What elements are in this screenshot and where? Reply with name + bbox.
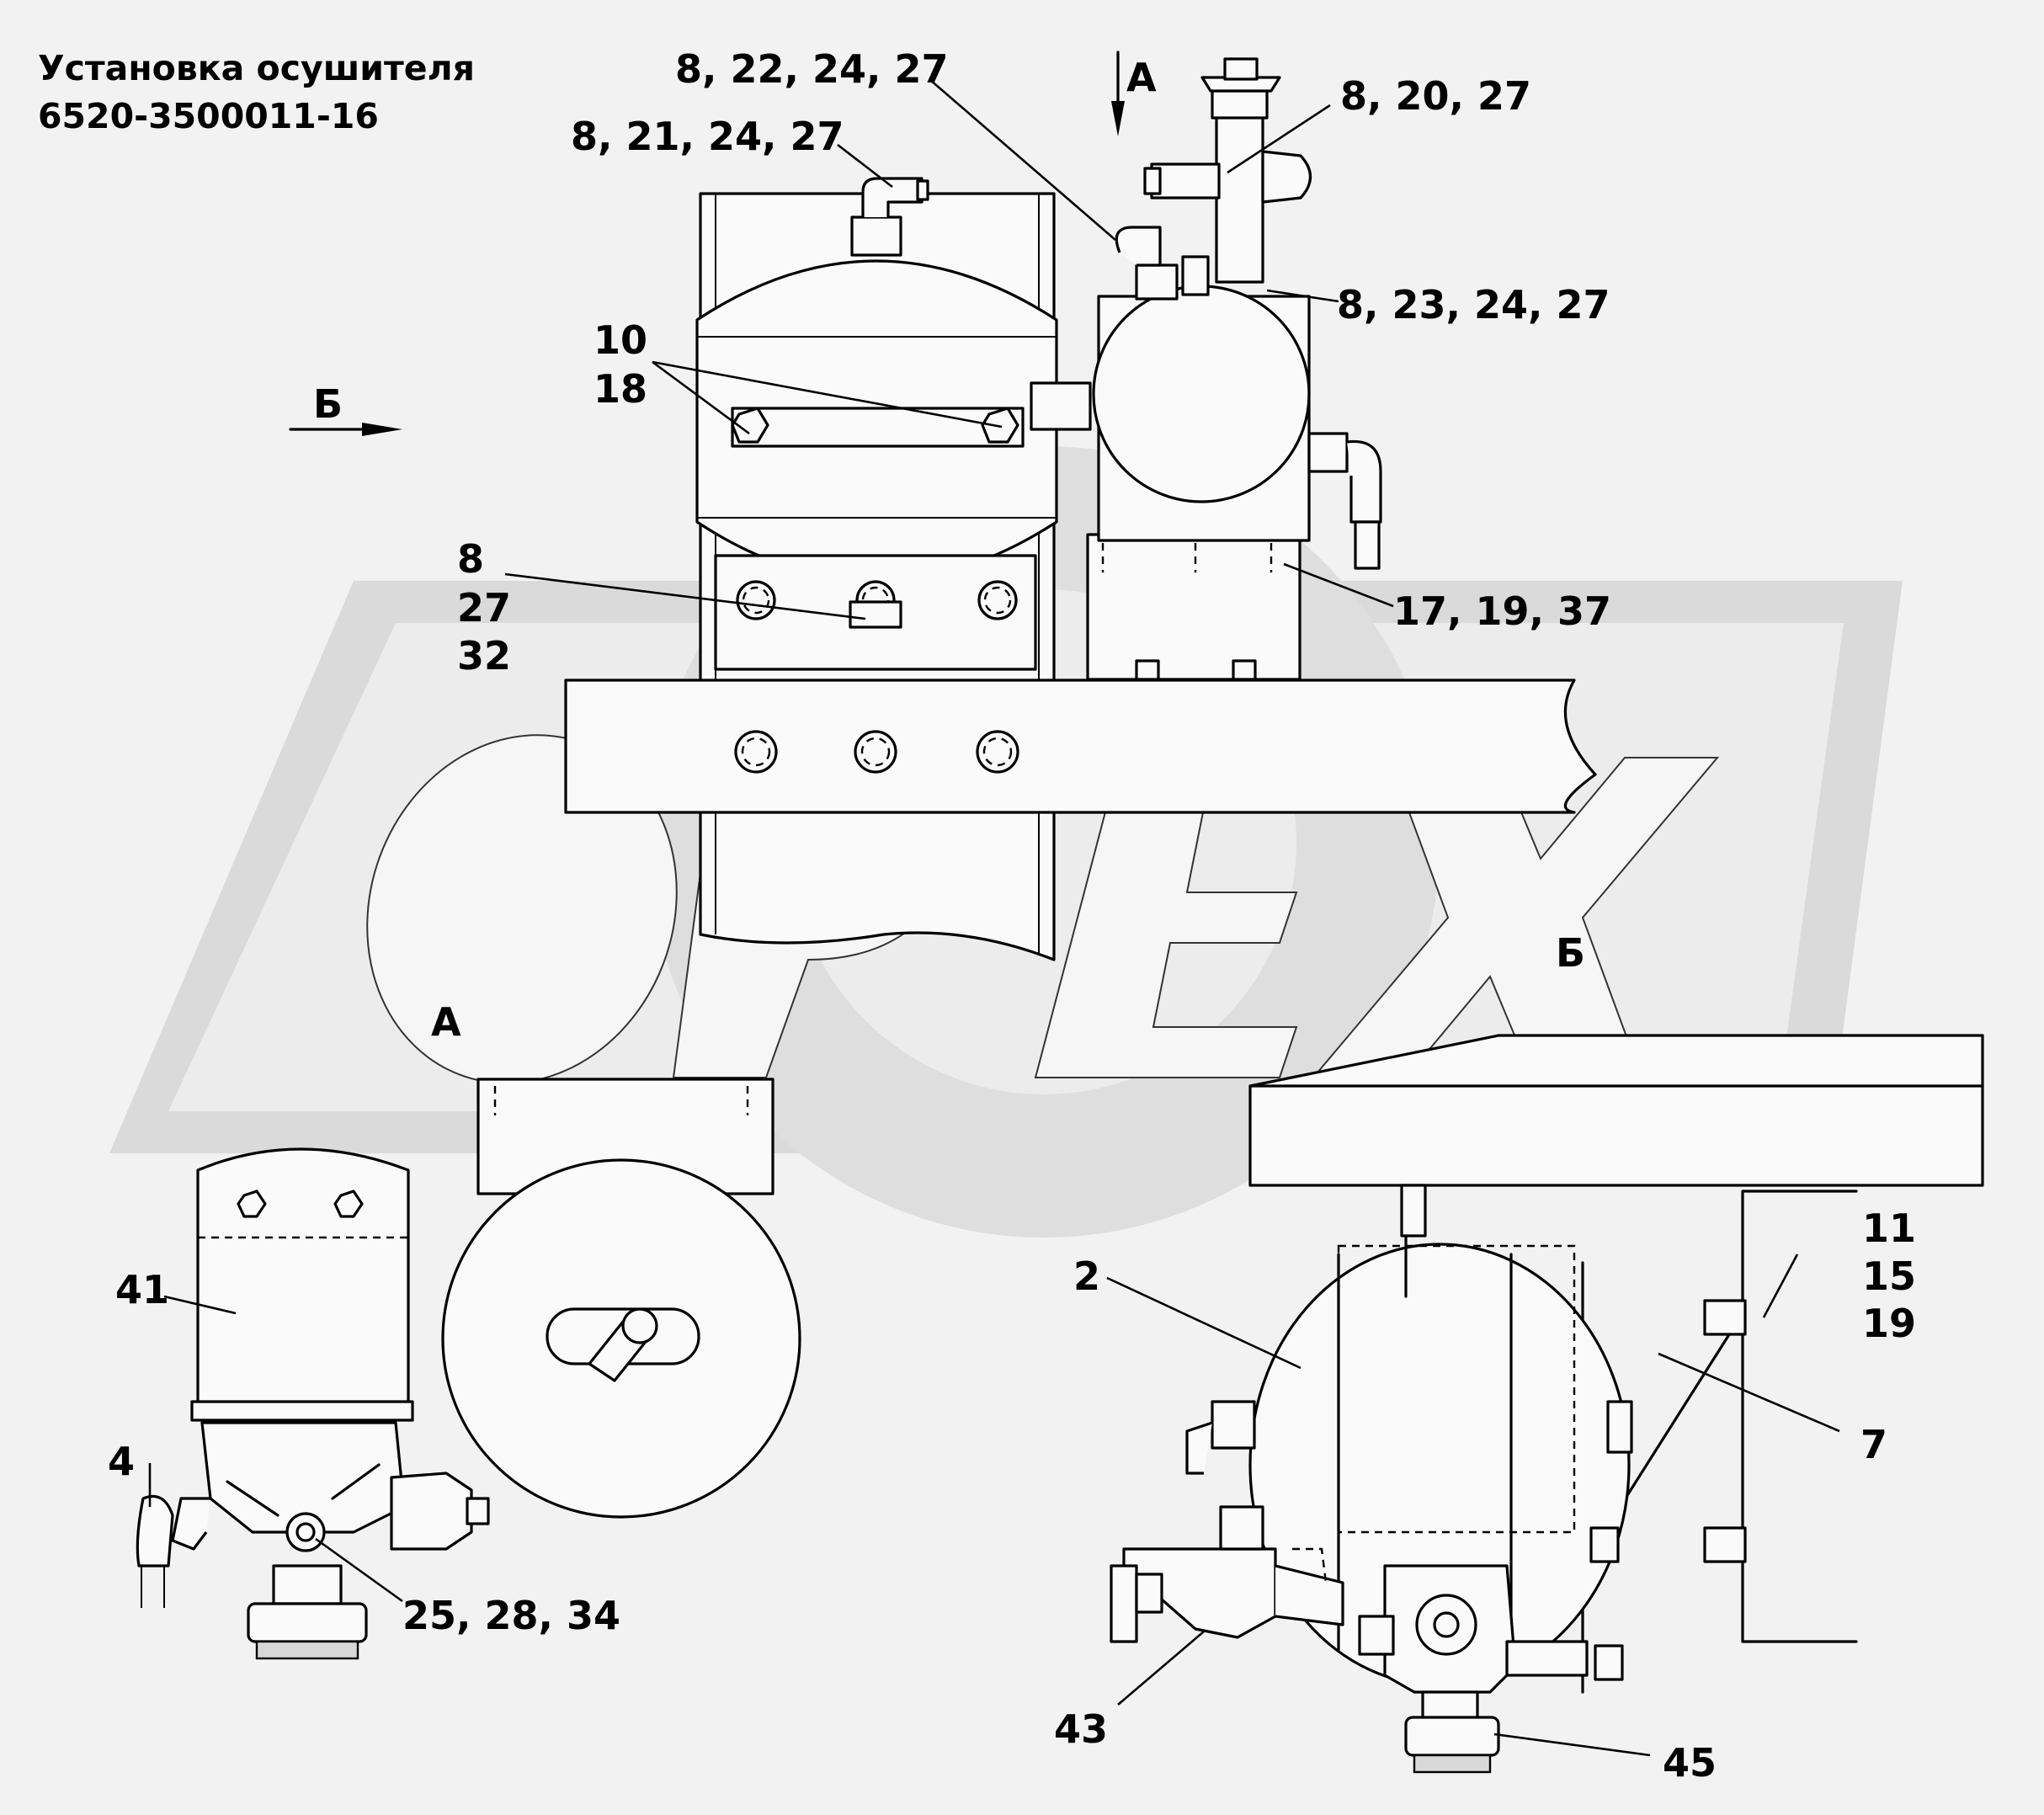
callout-27: 27 xyxy=(457,585,511,631)
callout-8: 8 xyxy=(457,536,484,582)
title-line-2: 6520-3500011-16 xyxy=(38,96,379,136)
callout-7: 7 xyxy=(1860,1422,1887,1467)
view-b-arrow: Б xyxy=(289,381,402,436)
frame-member-top xyxy=(564,679,1597,814)
drain-valve xyxy=(1215,112,1264,284)
callout-4: 4 xyxy=(108,1439,135,1484)
callout-8-22-24-27: 8, 22, 24, 27 xyxy=(675,46,949,92)
callout-11: 11 xyxy=(1862,1206,1916,1251)
callout-19: 19 xyxy=(1862,1301,1916,1346)
frame-member-b xyxy=(1248,1034,1984,1187)
dryer-mount-bracket xyxy=(1086,533,1301,681)
view-a-arrow-label: А xyxy=(1126,55,1157,100)
callout-2: 2 xyxy=(1073,1253,1100,1299)
drain-cap-45 xyxy=(1404,1716,1500,1757)
callout-8-20-27: 8, 20, 27 xyxy=(1340,73,1531,119)
view-b-label: Б xyxy=(1556,930,1585,976)
callout-8-23-24-27: 8, 23, 24, 27 xyxy=(1337,282,1610,327)
callout-10: 10 xyxy=(594,317,647,363)
view-a-arrow: А xyxy=(1111,51,1157,136)
view-b-assembly xyxy=(1110,1034,1984,1774)
main-assembly-top-view xyxy=(564,57,1597,961)
callout-41: 41 xyxy=(115,1267,169,1312)
callout-45: 45 xyxy=(1663,1740,1717,1786)
view-a-dryer xyxy=(136,1147,490,1660)
callout-17-19-37: 17, 19, 37 xyxy=(1393,588,1611,634)
callout-25-28-34: 25, 28, 34 xyxy=(402,1593,620,1638)
callout-18: 18 xyxy=(594,366,647,412)
clamp-strap xyxy=(731,407,1025,448)
title-line-1: Установка осушителя xyxy=(38,48,475,88)
callout-43: 43 xyxy=(1054,1706,1108,1752)
callout-15: 15 xyxy=(1862,1253,1916,1299)
leader-lines xyxy=(148,79,1840,1757)
view-a-receiver-end xyxy=(441,1078,801,1519)
dryer-cylinder xyxy=(1092,285,1311,503)
callout-labels: 8, 22, 24, 27 8, 20, 27 8, 21, 24, 27 8,… xyxy=(108,46,1916,1786)
view-a-label: А xyxy=(431,999,461,1045)
callout-32: 32 xyxy=(457,633,511,679)
callout-8-21-24-27: 8, 21, 24, 27 xyxy=(571,114,844,159)
view-b-arrow-label: Б xyxy=(313,381,343,427)
